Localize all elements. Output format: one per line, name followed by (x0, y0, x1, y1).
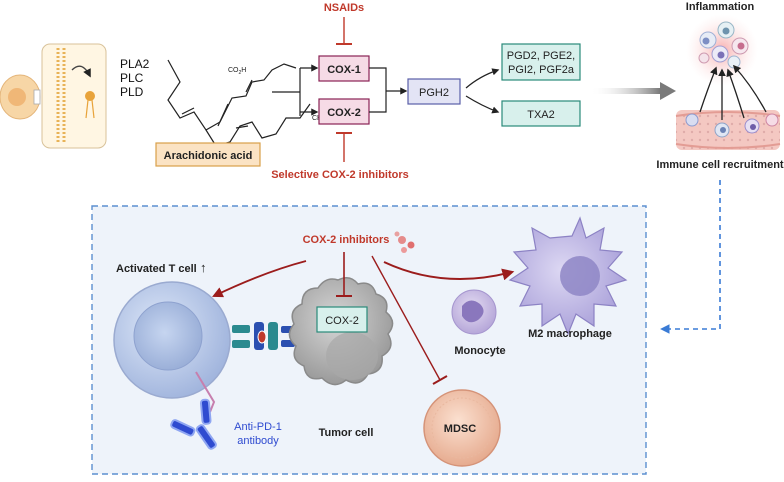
selective-cox2-inhibitors-label: Selective COX-2 inhibitors (271, 169, 409, 181)
prostaglandins-line2: PGI2, PGF2a (508, 64, 575, 76)
anti-pd1-label-line2: antibody (237, 435, 279, 447)
arachidonic-acid-box (155, 142, 261, 167)
recruitment-to-tme-connector (660, 180, 721, 334)
enzyme-pla2: PLA2 (120, 57, 150, 71)
monocyte-label: Monocyte (454, 345, 505, 357)
prostaglandins-box (501, 43, 581, 81)
cox2-label: COX-2 (327, 107, 361, 119)
arrow-to-txa2 (465, 95, 500, 114)
t-cell-up-arrow-icon: ↑ (200, 260, 207, 275)
anti-pd1-antibody-icon (170, 371, 217, 450)
mdsc-inhibit-bar (432, 375, 448, 385)
mdsc-inhibit-line (371, 255, 441, 381)
blood-vessel-illustration (675, 110, 781, 150)
activated-t-cell-label: Activated T cell (116, 263, 197, 275)
tcr-pd1-receptor-icon (232, 322, 295, 350)
anti-pd1-label-line1: Anti-PD-1 (234, 421, 282, 433)
gray-arrow-head (660, 82, 676, 100)
recruitment-arrows (699, 64, 767, 120)
txa2-label: TXA2 (527, 109, 555, 121)
tumor-cox2-box (316, 306, 368, 333)
arachidonic-acid-label: Arachidonic acid (164, 150, 253, 162)
cell-membrane-illustration (0, 43, 107, 149)
immune-recruitment-label: Immune cell recruitment (656, 159, 783, 171)
prostaglandins-line1: PGD2, PGE2, (507, 50, 575, 62)
pgh2-box (407, 78, 461, 105)
arrow-to-m2-macrophage (383, 261, 515, 281)
arrow-to-t-cell (212, 260, 307, 298)
mdsc-label: MDSC (444, 423, 476, 435)
monocyte-illustration (451, 289, 497, 335)
nsaids-label: NSAIDs (324, 2, 364, 14)
inflammation-label: Inflammation (686, 1, 755, 13)
txa2-box (501, 100, 581, 127)
cox-merge-line (369, 67, 387, 113)
cox1-box (318, 55, 370, 82)
tumor-cell-label: Tumor cell (319, 427, 374, 439)
mdsc-illustration (423, 389, 501, 467)
cox1-label: COX-1 (327, 64, 361, 76)
pgh2-label: PGH2 (419, 87, 449, 99)
t-cell-illustration (113, 281, 231, 399)
gray-arrow-body (590, 88, 660, 94)
arrow-to-prostaglandins (465, 68, 500, 89)
co2h-label: CO2H (228, 67, 246, 76)
inhibitor-particles-icon (394, 231, 415, 253)
tumor-cox2-label: COX-2 (325, 315, 359, 327)
enzyme-plc: PLC (120, 71, 144, 85)
enzyme-pld: PLD (120, 85, 144, 99)
m2-macrophage-label: M2 macrophage (528, 328, 612, 340)
m2-macrophage-illustration (508, 216, 628, 336)
cox2-inhibitors-label: COX-2 inhibitors (303, 234, 390, 246)
